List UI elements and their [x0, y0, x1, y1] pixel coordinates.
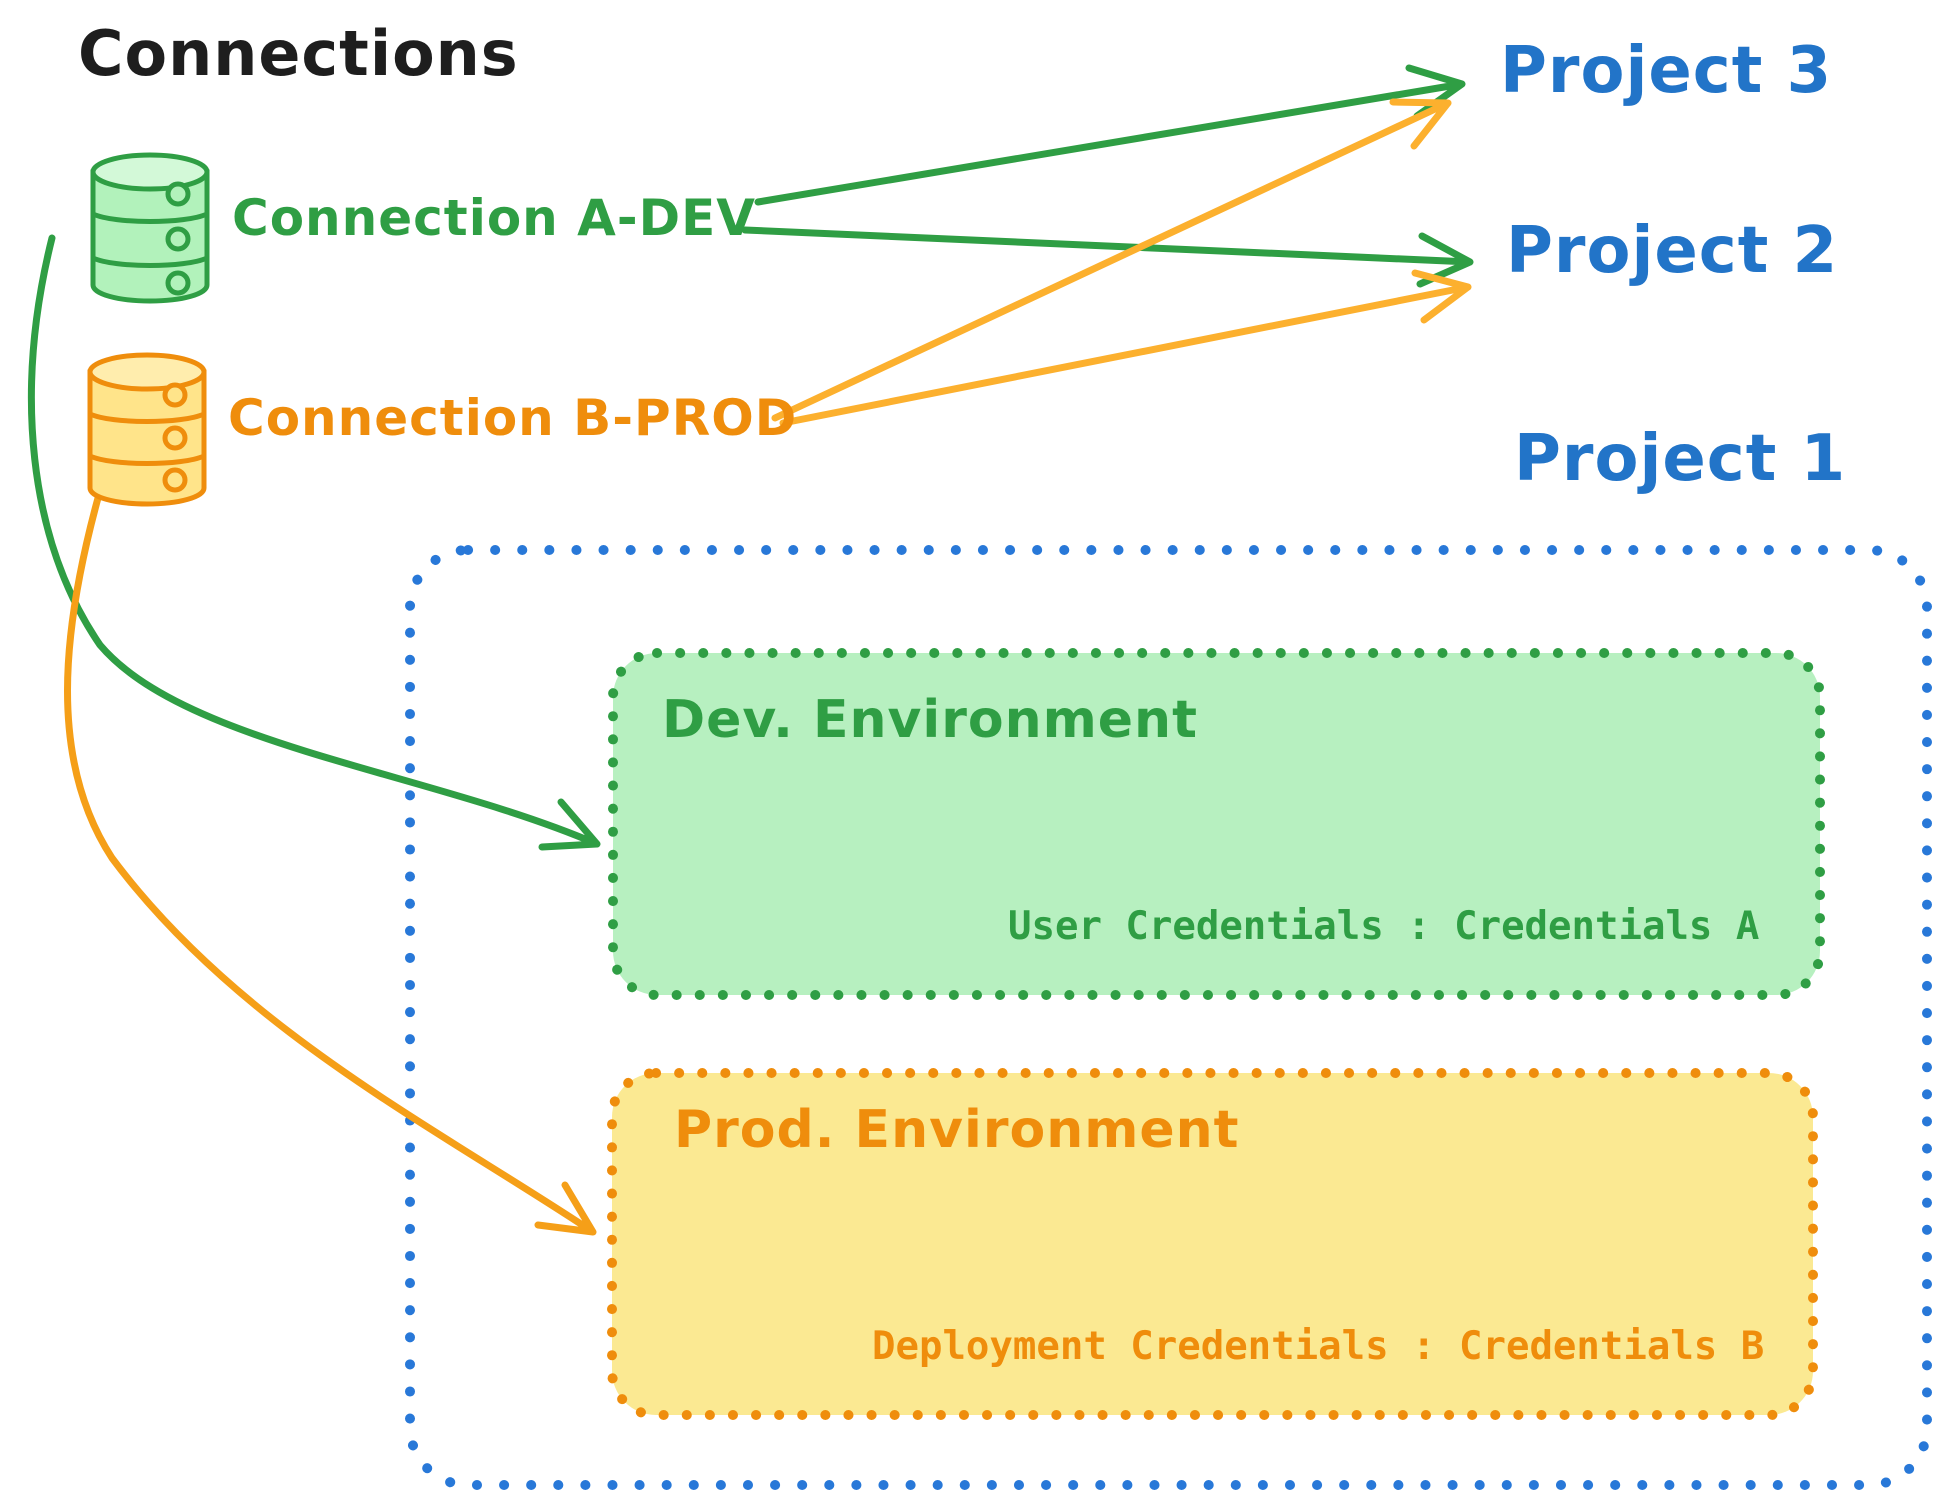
dev-environment-credentials: User Credentials : Credentials A: [1008, 904, 1760, 949]
project-1-label: Project 1: [1514, 422, 1847, 496]
project-1-container-box: [405, 545, 1932, 1490]
prod-environment-title: Prod. Environment: [674, 1100, 1240, 1160]
arrow-a-dev-to-dev-environment: [28, 234, 601, 851]
diagram-title: Connections: [78, 17, 519, 90]
arrow-b-prod-to-project-3: [771, 98, 1452, 422]
dev-environment-box: [608, 648, 1825, 1000]
arrow-b-prod-to-prod-environment: [64, 494, 597, 1236]
connection-b-prod-label: Connection B-PROD: [228, 389, 798, 447]
arrow-a-dev-to-project-3: [754, 64, 1466, 206]
prod-environment-box: [607, 1068, 1818, 1420]
project-2-label: Project 2: [1506, 214, 1839, 288]
connection-a-dev-label: Connection A-DEV: [232, 189, 756, 247]
prod-environment-credentials: Deployment Credentials : Credentials B: [872, 1324, 1765, 1369]
arrow-a-dev-to-project-2: [741, 226, 1474, 288]
arrow-b-prod-to-project-2: [779, 269, 1472, 427]
project-3-label: Project 3: [1500, 34, 1833, 108]
dev-environment-title: Dev. Environment: [662, 690, 1198, 750]
database-icon-a-dev: [90, 152, 210, 304]
database-icon-b-prod: [87, 352, 207, 507]
